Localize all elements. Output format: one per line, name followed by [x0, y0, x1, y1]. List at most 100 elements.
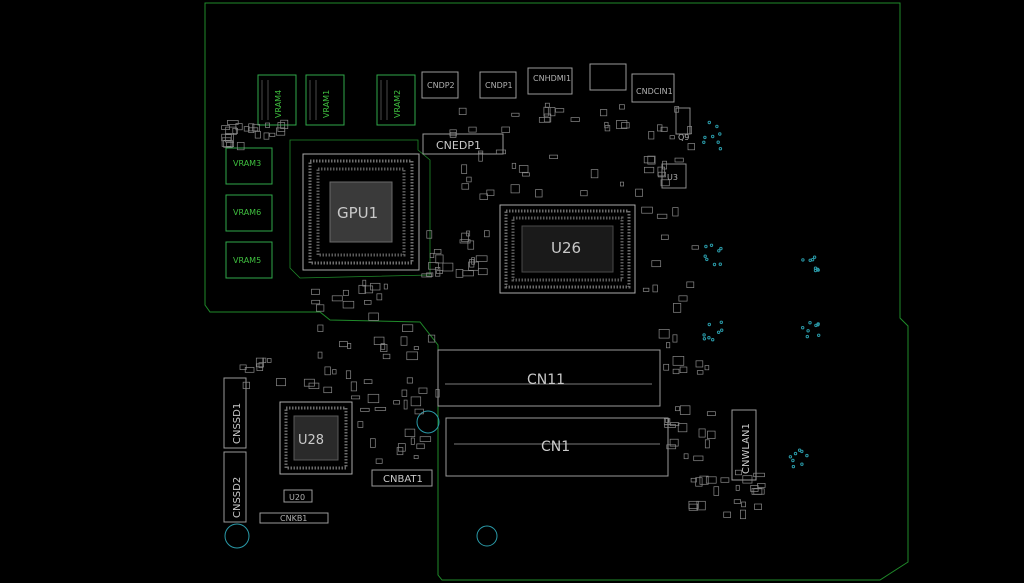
- passive-part: [442, 262, 454, 272]
- passive-part: [375, 458, 383, 464]
- passive-part: [679, 405, 691, 415]
- passive-part: [256, 363, 264, 371]
- via: [801, 326, 805, 330]
- passive-part: [479, 193, 488, 200]
- passive-part: [604, 121, 609, 129]
- passive-part: [672, 207, 679, 217]
- passive-part: [242, 381, 250, 389]
- passive-part: [651, 260, 662, 268]
- board-outline: [204, 2, 909, 581]
- passive-part: [698, 428, 706, 438]
- passive-part: [449, 129, 457, 137]
- passive-part: [252, 123, 260, 132]
- passive-part: [468, 126, 477, 133]
- passive-part: [370, 438, 376, 448]
- passive-part: [255, 357, 264, 368]
- passive-part: [347, 343, 352, 349]
- passive-part: [225, 133, 234, 143]
- passive-part: [221, 125, 230, 130]
- via: [800, 449, 804, 454]
- via: [711, 134, 715, 139]
- passive-part: [664, 424, 676, 428]
- passive-part: [280, 119, 289, 129]
- passive-part: [670, 422, 680, 426]
- via: [718, 132, 722, 136]
- passive-part: [345, 370, 352, 379]
- via: [801, 258, 805, 262]
- passive-part: [648, 131, 655, 140]
- passive-part: [735, 469, 742, 476]
- via: [707, 120, 711, 125]
- passive-part: [590, 169, 599, 179]
- passive-part: [644, 166, 655, 174]
- passive-part: [267, 358, 272, 363]
- passive-part: [358, 284, 366, 294]
- passive-part: [669, 135, 675, 140]
- via: [791, 464, 796, 469]
- passive-part: [317, 324, 324, 332]
- passive-part: [339, 341, 348, 348]
- via: [793, 451, 798, 456]
- passive-part: [686, 281, 695, 288]
- passive-part: [510, 184, 520, 194]
- passive-part: [416, 443, 425, 450]
- passive-part: [544, 102, 550, 108]
- passive-part: [657, 171, 666, 178]
- passive-part: [467, 240, 475, 250]
- passive-part: [723, 511, 731, 518]
- passive-part: [518, 165, 529, 173]
- passive-part: [342, 300, 355, 309]
- small-parts: Q9 U3: [661, 107, 691, 189]
- via: [702, 140, 706, 145]
- passive-part: [414, 408, 424, 415]
- passive-part: [471, 257, 475, 265]
- passive-part: [604, 125, 611, 132]
- passive-part: [311, 299, 321, 305]
- passive-part: [269, 132, 276, 137]
- passive-part: [401, 389, 408, 397]
- passive-part: [486, 189, 495, 196]
- passive-part: [433, 249, 442, 255]
- pch-package: U28: [279, 401, 353, 475]
- passive-part: [690, 477, 697, 483]
- cnhdmi-label: CNHDMI1: [533, 74, 571, 83]
- passive-part: [672, 334, 678, 343]
- passive-part: [427, 334, 436, 343]
- passive-part: [323, 386, 333, 394]
- passive-part: [376, 293, 383, 301]
- vram4-chip: [257, 74, 297, 126]
- passive-part: [656, 213, 668, 219]
- passive-part: [221, 133, 232, 142]
- passive-part: [511, 162, 517, 169]
- passive-part: [254, 131, 261, 139]
- vram5-label: VRAM5: [233, 256, 261, 265]
- passive-part: [695, 360, 704, 368]
- top-connectors: CNEDP1 CNDP2 CNDP1 CNHDMI1 CNDCIN1: [421, 63, 675, 155]
- via: [716, 330, 721, 334]
- passive-part: [363, 379, 373, 384]
- via: [716, 140, 720, 144]
- passive-part: [226, 142, 234, 148]
- passive-part: [695, 477, 703, 487]
- passive-part: [742, 475, 753, 484]
- passive-part: [324, 366, 331, 376]
- passive-part: [705, 476, 717, 484]
- passive-part: [657, 124, 663, 132]
- passive-part: [478, 152, 483, 162]
- passive-part: [549, 154, 558, 159]
- passive-part: [236, 142, 245, 151]
- passive-part: [663, 363, 670, 371]
- via: [788, 455, 793, 459]
- passive-part: [367, 393, 380, 404]
- cnkb-label: CNKB1: [280, 514, 307, 523]
- cnssd2-label: CNSSD2: [232, 477, 243, 518]
- passive-part: [317, 351, 323, 359]
- passive-part: [691, 245, 699, 250]
- passive-part: [704, 365, 710, 371]
- passive-part: [357, 421, 364, 428]
- via: [810, 258, 815, 262]
- passive-part: [741, 501, 746, 508]
- passive-part: [223, 139, 233, 148]
- passive-part: [713, 486, 720, 496]
